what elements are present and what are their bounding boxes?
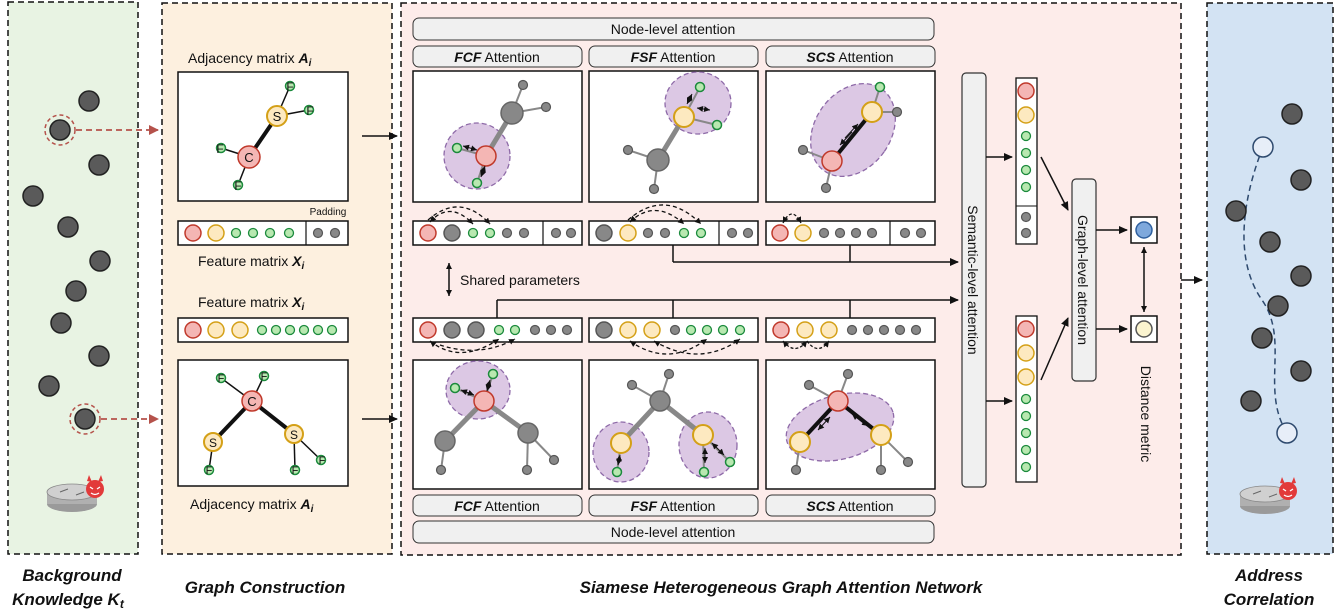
background-caption-line1: Background [22, 566, 122, 585]
correlation-path [1243, 146, 1288, 434]
background-node-cloud [22, 90, 111, 397]
svg-text:S: S [290, 428, 298, 442]
svg-text:FSF Attention: FSF Attention [631, 49, 716, 65]
fsf-attention-label-top [588, 45, 759, 68]
address-caption-line2: Correlation [1224, 590, 1315, 609]
svg-text:C: C [247, 394, 256, 409]
svg-text:F: F [319, 455, 326, 467]
feature-matrix-label-bottom: Feature matrix Xi [198, 294, 304, 313]
scs-feature-row-top [765, 213, 936, 246]
svg-text:FCF Attention: FCF Attention [454, 49, 540, 65]
distance-metric-label: Distance metric [1138, 366, 1154, 462]
correlated-address-top [1252, 136, 1274, 158]
svg-text:S: S [209, 436, 217, 450]
scs-feature-row-bottom [765, 317, 936, 350]
embedding-bottom-to-graph-attention [1040, 317, 1069, 381]
graph-level-attention-block [1071, 178, 1097, 382]
graph-level-attention-label: Graph-level attention [1075, 215, 1091, 345]
fsf-feature-row-top [588, 204, 759, 246]
adjacency-matrix-label-bottom: Adjacency matrix Ai [190, 496, 314, 515]
correlated-address-bottom [1276, 422, 1298, 444]
scs-molecule-top [797, 81, 903, 194]
svg-text:Node-level attention: Node-level attention [611, 524, 736, 540]
router-device-icon-right [1239, 485, 1291, 514]
graph-embedding-top [1130, 216, 1158, 244]
semantic-level-attention-block [961, 72, 987, 488]
svg-text:SCS Attention: SCS Attention [806, 49, 893, 65]
address-caption-line1: Address [1234, 566, 1303, 585]
router-device-icon [46, 483, 98, 512]
background-knowledge-panel [7, 1, 139, 555]
top-row-connectors [672, 245, 959, 266]
fcf-attention-label-top [412, 45, 583, 68]
padding-label: Padding [310, 207, 347, 218]
svg-text:F: F [218, 373, 225, 385]
scs-attention-label-bottom [765, 494, 936, 517]
svg-text:FCF Attention: FCF Attention [454, 498, 540, 514]
semantic-level-attention-label: Semantic-level attention [965, 205, 981, 354]
fcf-molecule-bottom [434, 360, 560, 476]
svg-text:S: S [273, 109, 282, 124]
fcf-feature-row-bottom [412, 317, 583, 354]
bottom-row-connectors [496, 296, 959, 318]
embedding-column-bottom [1015, 315, 1038, 483]
shared-parameters-label: Shared parameters [460, 272, 580, 288]
fsf-feature-row-bottom [588, 317, 759, 355]
selected-address-node-bottom [69, 403, 101, 435]
svg-text:SCS Attention: SCS Attention [806, 498, 893, 514]
svg-text:F: F [286, 80, 293, 94]
fcf-feature-row-top [412, 206, 583, 246]
devil-face-icon-right [1279, 477, 1297, 500]
devil-face-icon [86, 475, 104, 498]
selected-address-node-top [44, 114, 76, 146]
svg-text:F: F [206, 465, 213, 477]
siamese-network-caption: Siamese Heterogeneous Graph Attention Ne… [580, 578, 984, 597]
svg-text:F: F [216, 142, 223, 156]
fcf-molecule-top [443, 79, 552, 190]
node-level-attention-header-top [412, 17, 935, 41]
feature-matrix-row-top [177, 220, 349, 246]
address-node-cloud [1225, 103, 1312, 412]
embedding-top-to-graph-attention [1040, 156, 1069, 211]
svg-text:F: F [306, 104, 313, 118]
address-correlation-panel [1206, 2, 1334, 555]
svg-text:F: F [261, 371, 268, 383]
feature-matrix-label-top: Feature matrix Xi [198, 253, 304, 272]
embedding-column-top [1015, 77, 1038, 245]
adjacency-matrix-label-top: Adjacency matrix Ai [188, 50, 312, 69]
svg-text:C: C [244, 150, 253, 165]
address-node-bottom [74, 408, 96, 430]
fsf-molecule-top [622, 71, 732, 195]
fcf-attention-label-bottom [412, 494, 583, 517]
scs-attention-label-top [765, 45, 936, 68]
feature-matrix-row-bottom [177, 317, 349, 343]
graph-embedding-bottom [1130, 315, 1158, 343]
node-level-attention-header-bottom [412, 520, 935, 544]
svg-text:F: F [292, 465, 299, 477]
fsf-attention-label-bottom [588, 494, 759, 517]
fsf-molecule-bottom [592, 368, 738, 483]
address-node-top [49, 119, 71, 141]
background-caption-line2: Knowledge Kt [12, 590, 125, 611]
svg-text:F: F [234, 179, 241, 193]
molecule-bottom: C S S F F F F F [203, 370, 327, 477]
svg-text:Node-level attention: Node-level attention [611, 21, 736, 37]
molecule-top: C S F F F F [215, 80, 315, 193]
graph-construction-caption: Graph Construction [185, 578, 346, 597]
svg-text:FSF Attention: FSF Attention [631, 498, 716, 514]
scs-molecule-bottom [785, 368, 914, 476]
